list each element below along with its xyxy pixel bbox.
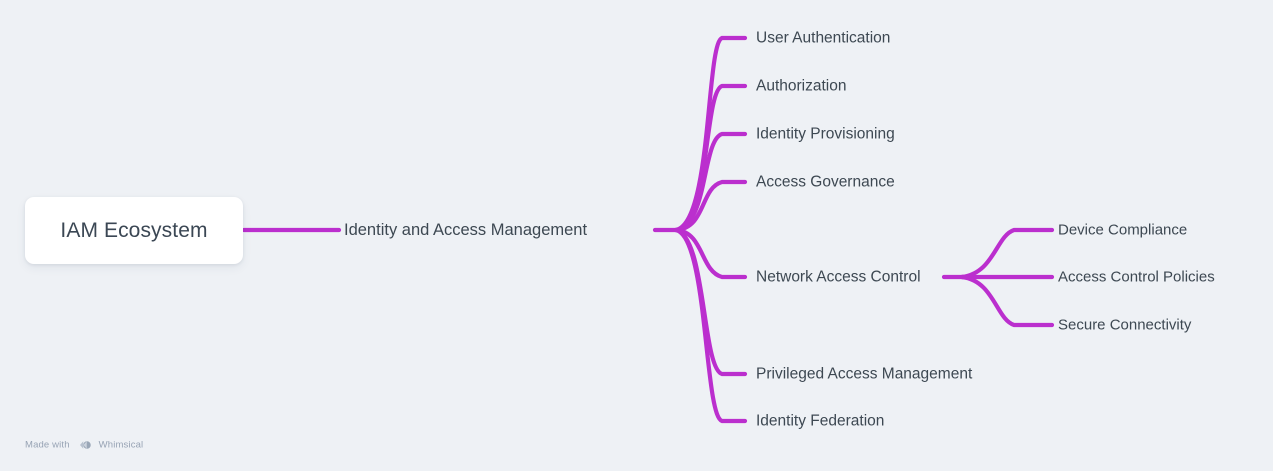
root-node-label: IAM Ecosystem: [60, 218, 208, 242]
node-identity-provisioning[interactable]: Identity Provisioning: [756, 125, 895, 143]
whimsical-logo-icon: [79, 441, 91, 449]
node-device-compliance[interactable]: Device Compliance: [1058, 221, 1188, 239]
edge-nac-to-secure-connectivity: [959, 274, 1055, 328]
root-node-card[interactable]: IAM Ecosystem: [25, 197, 243, 264]
node-identity-federation[interactable]: Identity Federation: [756, 412, 885, 430]
edge-trunk-to-network-access-control: [673, 227, 748, 280]
edge-nac-to-device-compliance: [959, 227, 1055, 280]
whimsical-watermark[interactable]: Made with Whimsical: [25, 439, 143, 452]
trunk-node-identity-and-access-management[interactable]: Identity and Access Management: [344, 220, 588, 239]
edge-trunk-to-access-governance: [673, 179, 748, 233]
node-secure-connectivity[interactable]: Secure Connectivity: [1058, 316, 1192, 334]
node-user-authentication[interactable]: User Authentication: [756, 29, 891, 47]
node-privileged-access-management[interactable]: Privileged Access Management: [756, 365, 973, 383]
edge-trunk-to-privileged-access-management: [673, 227, 748, 377]
node-access-governance[interactable]: Access Governance: [756, 173, 895, 191]
watermark-brand-text: Whimsical: [98, 439, 144, 451]
edge-trunk-to-identity-federation: [673, 227, 748, 424]
node-access-control-policies[interactable]: Access Control Policies: [1058, 268, 1215, 286]
edge-trunk-to-user-authentication: [673, 35, 748, 233]
watermark-made-with-text: Made with: [25, 439, 70, 451]
edge-trunk-to-identity-provisioning: [673, 131, 748, 233]
node-network-access-control[interactable]: Network Access Control: [756, 268, 921, 286]
edge-trunk-to-authorization: [673, 83, 748, 233]
node-authorization[interactable]: Authorization: [756, 77, 847, 95]
